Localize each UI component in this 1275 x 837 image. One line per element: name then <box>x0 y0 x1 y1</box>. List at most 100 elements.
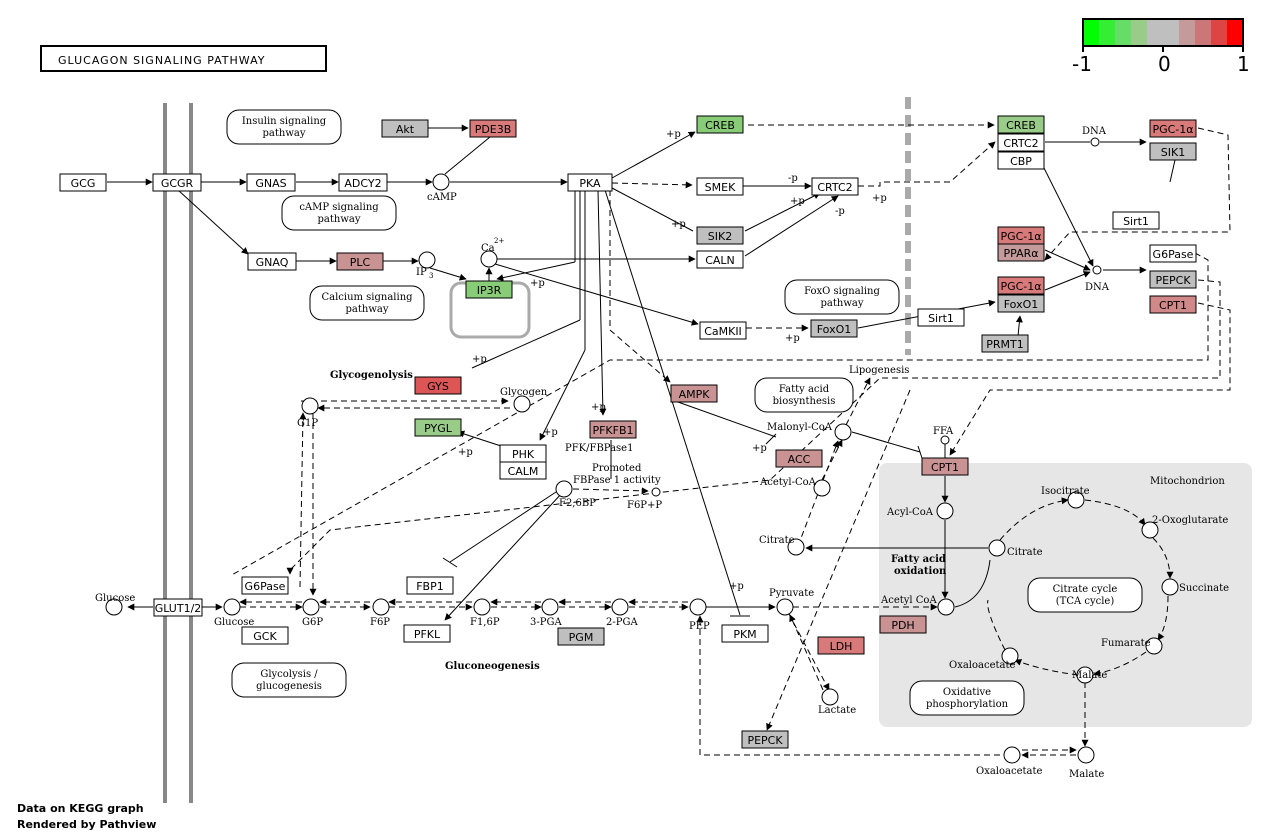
compound-node[interactable] <box>1077 746 1095 764</box>
compound-node[interactable] <box>1092 265 1102 275</box>
gene-gys[interactable]: GYS <box>414 376 462 395</box>
compound-node[interactable] <box>432 173 450 191</box>
gene-pdh[interactable]: PDH <box>879 615 927 634</box>
compound-node[interactable] <box>1145 637 1163 655</box>
gene-pgc1a1[interactable]: PGC-1α <box>1149 119 1197 138</box>
compound-node[interactable] <box>372 598 390 616</box>
compound-node[interactable] <box>223 598 241 616</box>
gene-smek[interactable]: SMEK <box>696 177 744 196</box>
compound-node[interactable] <box>1090 137 1100 147</box>
gene-foxo1a[interactable]: FoxO1 <box>810 319 858 338</box>
gene-sirt1b[interactable]: Sirt1 <box>917 308 965 327</box>
compound-node[interactable] <box>936 502 954 520</box>
gene-pfkl[interactable]: PFKL <box>403 624 451 643</box>
gene-gcg[interactable]: GCG <box>59 173 107 192</box>
compound-node[interactable] <box>651 487 661 497</box>
pathway-label: Fatty acid <box>779 384 830 395</box>
compound-node[interactable] <box>1076 666 1094 684</box>
gene-creb2[interactable]: CREB <box>997 115 1045 134</box>
compound-node[interactable] <box>611 598 629 616</box>
fumarate-label: Fumarate <box>1101 638 1151 649</box>
compound-node[interactable] <box>937 598 955 616</box>
gene-cpt1b[interactable]: CPT1 <box>921 457 969 476</box>
gene-creb1[interactable]: CREB <box>696 115 744 134</box>
gene-pepck1[interactable]: PEPCK <box>1149 270 1197 289</box>
gene-label: PGC-1α <box>1000 230 1041 243</box>
compound-node[interactable] <box>834 423 852 441</box>
gene-sik1[interactable]: SIK1 <box>1149 142 1197 161</box>
compound-node[interactable] <box>1001 647 1019 665</box>
pathway-tca[interactable]: Citrate cycle(TCA cycle) <box>1027 577 1143 613</box>
gene-caln[interactable]: CALN <box>696 250 744 269</box>
gene-g6pase1[interactable]: G6Pase <box>1149 244 1197 263</box>
compound-node[interactable] <box>1003 746 1021 764</box>
gene-gnaq[interactable]: GNAQ <box>247 252 297 271</box>
gene-ip3r[interactable]: IP3R <box>465 280 513 299</box>
gene-pfkfb1[interactable]: PFKFB1 <box>589 420 637 439</box>
compound-node[interactable] <box>418 251 436 269</box>
gene-pgm[interactable]: PGM <box>557 627 605 646</box>
compound-node[interactable] <box>940 435 950 445</box>
gene-gck[interactable]: GCK <box>241 626 289 645</box>
gene-crtc2b[interactable]: CRTC2 <box>997 133 1045 152</box>
gene-glut12[interactable]: GLUT1/2 <box>153 598 203 617</box>
gene-akt[interactable]: Akt <box>381 119 429 138</box>
gene-label: PGM <box>569 631 594 644</box>
gene-cbp[interactable]: CBP <box>997 151 1045 170</box>
compound-node[interactable] <box>541 598 559 616</box>
gene-label: PFKL <box>414 628 441 641</box>
gene-pgc1a2[interactable]: PGC-1α <box>997 226 1045 245</box>
compound-node[interactable] <box>473 598 491 616</box>
gene-calm[interactable]: CALM <box>499 461 547 480</box>
gene-foxo1b[interactable]: FoxO1 <box>997 294 1045 313</box>
legend-swatch <box>1131 19 1147 46</box>
gene-ldh[interactable]: LDH <box>817 636 865 655</box>
pathway-glycolysis[interactable]: Glycolysis /glucogenesis <box>231 662 347 698</box>
compound-node[interactable] <box>821 688 839 706</box>
compound-node[interactable] <box>689 598 707 616</box>
gene-camkii[interactable]: CaMKII <box>699 321 747 340</box>
gene-label: PKA <box>579 177 601 190</box>
gene-gcgr[interactable]: GCGR <box>152 173 202 192</box>
gene-sirt1a[interactable]: Sirt1 <box>1112 211 1160 230</box>
gene-plc[interactable]: PLC <box>336 252 384 271</box>
compound-node[interactable] <box>1161 578 1179 596</box>
compound-node[interactable] <box>302 598 320 616</box>
compound-node[interactable] <box>301 397 319 415</box>
gene-cpt1a[interactable]: CPT1 <box>1149 295 1197 314</box>
compound-node[interactable] <box>1141 521 1159 539</box>
compound-node[interactable] <box>776 598 794 616</box>
gene-pka[interactable]: PKA <box>567 173 613 192</box>
compound-node[interactable] <box>787 538 805 556</box>
gene-adcy2[interactable]: ADCY2 <box>338 173 388 192</box>
gene-phk[interactable]: PHK <box>499 444 547 463</box>
gene-pde3b[interactable]: PDE3B <box>469 119 517 138</box>
gene-pepck2[interactable]: PEPCK <box>741 730 789 749</box>
compound-node[interactable] <box>813 479 831 497</box>
gene-g6pase2[interactable]: G6Pase <box>241 576 289 595</box>
gene-pkm[interactable]: PKM <box>721 624 769 643</box>
gene-ppara[interactable]: PPARα <box>997 243 1045 262</box>
gene-sik2[interactable]: SIK2 <box>696 226 744 245</box>
gene-ampk[interactable]: AMPK <box>670 384 718 403</box>
compound-node[interactable] <box>1067 491 1085 509</box>
gene-acc[interactable]: ACC <box>775 449 823 468</box>
gene-pgc1a3[interactable]: PGC-1α <box>997 276 1045 295</box>
pathway-label: pathway <box>821 298 864 309</box>
gene-fbp1[interactable]: FBP1 <box>406 576 454 595</box>
gene-pygl[interactable]: PYGL <box>414 418 462 437</box>
compound-node[interactable] <box>513 395 531 413</box>
compound-node[interactable] <box>555 480 573 498</box>
compound-node[interactable] <box>105 598 123 616</box>
gene-crtc2a[interactable]: CRTC2 <box>811 177 859 196</box>
compound-node[interactable] <box>988 539 1006 557</box>
compound-node[interactable] <box>480 250 498 268</box>
gene-prmt1[interactable]: PRMT1 <box>981 334 1029 353</box>
gene-gnas[interactable]: GNAS <box>246 173 296 192</box>
